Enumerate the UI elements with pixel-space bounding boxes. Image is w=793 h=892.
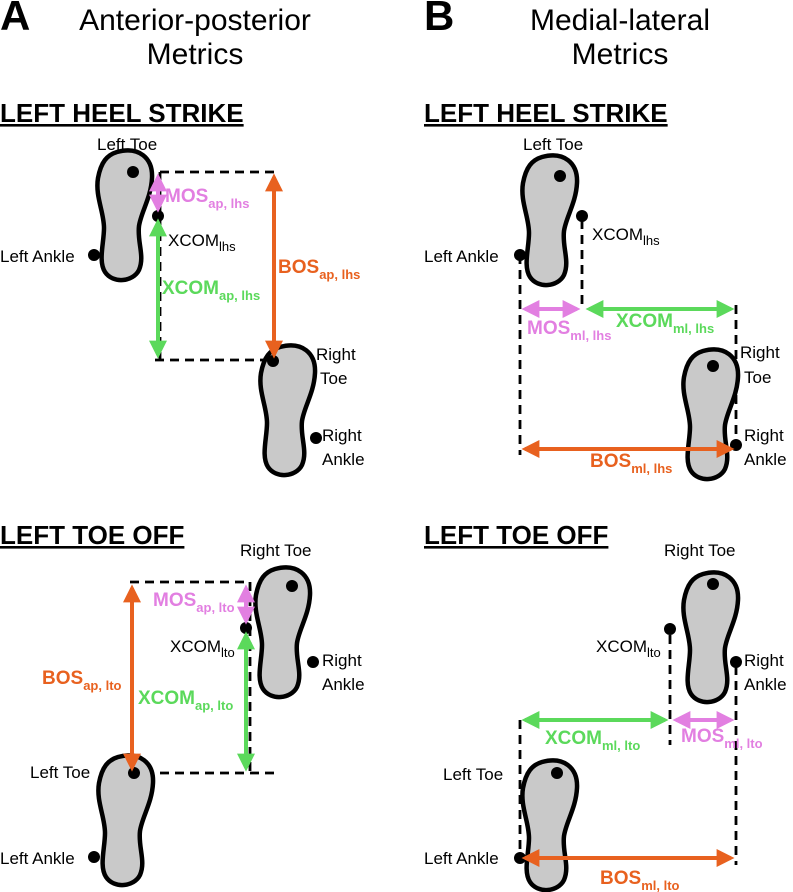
panel-a-hs-left-ankle-label: Left Ankle — [0, 247, 75, 266]
panel-b-hs-xcom-metric-label: XCOMml, lhs — [616, 311, 714, 336]
panel-a-to-right-foot — [255, 567, 310, 697]
panel-a-to-right-ankle-label-2: Ankle — [322, 675, 365, 694]
panel-a-to-right-ankle-marker — [307, 656, 319, 668]
panel-a-to-left-ankle-label: Left Ankle — [0, 849, 75, 868]
panel-a-heel-strike-title: LEFT HEEL STRIKE — [0, 98, 244, 128]
panel-b-hs-right-ankle-label-2: Ankle — [744, 450, 787, 469]
panel-b: B Medial-lateral Metrics LEFT HEEL STRIK… — [424, 0, 787, 892]
panel-b-hs-right-toe-marker — [707, 360, 719, 372]
panel-a-toe-off-title: LEFT TOE OFF — [0, 520, 184, 550]
panel-a-to-right-ankle-label-1: Right — [322, 651, 362, 670]
panel-b-to-bos-label: BOSml, lto — [600, 868, 680, 892]
panel-b-to-xcom-metric-label: XCOMml, lto — [545, 728, 640, 753]
panel-b-heel-strike-title: LEFT HEEL STRIKE — [424, 98, 668, 128]
panel-b-hs-right-toe-label-2: Toe — [744, 368, 771, 387]
panel-a-hs-right-toe-label-2: Toe — [320, 369, 347, 388]
panel-b-to-mos-label: MOSml, lto — [681, 726, 763, 751]
panel-a-heading-line2: Metrics — [147, 38, 244, 71]
panel-a-hs-xcom-label: XCOMlhs — [168, 231, 236, 254]
panel-b-to-right-ankle-marker — [730, 656, 742, 668]
panel-a-heading-line1: Anterior-posterior — [79, 4, 311, 37]
panel-b-to-xcom-marker — [664, 623, 676, 635]
panel-b-hs-left-toe-label: Left Toe — [523, 135, 583, 154]
panel-a-hs-left-toe-label: Left Toe — [97, 135, 157, 154]
panel-b-heading-line1: Medial-lateral — [530, 4, 710, 37]
panel-b-hs-mos-label: MOSml, lhs — [527, 318, 611, 343]
panel-b-letter: B — [424, 0, 454, 39]
panel-a-hs-xcom-marker — [152, 210, 164, 222]
panel-a: A Anterior-posterior Metrics LEFT HEEL S… — [0, 0, 365, 885]
panel-b-hs-bos-label: BOSml, lhs — [590, 451, 672, 476]
panel-b-hs-left-toe-marker — [554, 170, 566, 182]
panel-a-to-bos-label: BOSap, lto — [42, 668, 122, 693]
panel-b-toe-off-title: LEFT TOE OFF — [424, 520, 608, 550]
panel-a-to-mos-label: MOSap, lto — [153, 590, 235, 615]
panel-a-hs-right-toe-label-1: Right — [316, 345, 356, 364]
panel-a-hs-left-foot — [97, 150, 152, 280]
panel-a-to-right-toe-label: Right Toe — [240, 541, 312, 560]
panel-b-to-left-ankle-marker — [514, 852, 526, 864]
panel-b-hs-left-ankle-label: Left Ankle — [424, 247, 499, 266]
panel-a-hs-left-ankle-marker — [88, 249, 100, 261]
panel-a-hs-right-toe-marker — [267, 355, 279, 367]
panel-a-to-right-toe-marker — [286, 580, 298, 592]
panel-b-hs-left-ankle-marker — [514, 249, 526, 261]
panel-b-hs-left-foot — [522, 155, 577, 285]
panel-a-to-xcom-marker — [240, 622, 252, 634]
panel-a-to-left-ankle-marker — [88, 851, 100, 863]
panel-a-letter: A — [0, 0, 30, 39]
panel-a-hs-left-toe-marker — [127, 166, 139, 178]
panel-a-to-xcom-metric-label: XCOMap, lto — [138, 688, 233, 713]
panel-a-hs-bos-label: BOSap, lhs — [278, 257, 360, 282]
panel-b-to-left-ankle-label: Left Ankle — [424, 849, 499, 868]
panel-b-hs-xcom-label: XCOMlhs — [592, 225, 660, 248]
panel-b-to-left-toe-marker — [551, 767, 563, 779]
panel-b-to-xcom-label: XCOMlto — [596, 637, 661, 660]
panel-a-to-left-toe-label: Left Toe — [30, 763, 90, 782]
panel-b-to-left-foot — [522, 760, 577, 890]
panel-b-to-right-foot — [683, 572, 738, 702]
panel-a-hs-right-ankle-label-2: Ankle — [322, 450, 365, 469]
panel-a-hs-mos-label: MOSap, lhs — [165, 186, 249, 211]
panel-a-to-xcom-label: XCOMlto — [170, 637, 235, 660]
panel-b-to-left-toe-label: Left Toe — [443, 765, 503, 784]
panel-a-to-left-foot — [98, 755, 153, 885]
panel-b-to-guides — [518, 635, 738, 865]
panel-b-hs-right-toe-label-1: Right — [740, 343, 780, 362]
panel-b-hs-right-ankle-marker — [730, 439, 742, 451]
panel-b-to-right-toe-label: Right Toe — [664, 541, 736, 560]
panel-a-hs-right-ankle-label-1: Right — [322, 426, 362, 445]
panel-a-hs-right-ankle-marker — [310, 432, 322, 444]
panel-b-to-right-ankle-label-1: Right — [744, 651, 784, 670]
panel-b-to-right-ankle-label-2: Ankle — [744, 675, 787, 694]
panel-b-heading-line2: Metrics — [572, 38, 669, 71]
panel-b-hs-xcom-marker — [576, 210, 588, 222]
panel-a-hs-xcom-metric-label: XCOMap, lhs — [162, 278, 260, 303]
panel-b-hs-right-ankle-label-1: Right — [744, 426, 784, 445]
panel-b-to-right-toe-marker — [707, 578, 719, 590]
panel-a-to-left-toe-marker — [128, 767, 140, 779]
